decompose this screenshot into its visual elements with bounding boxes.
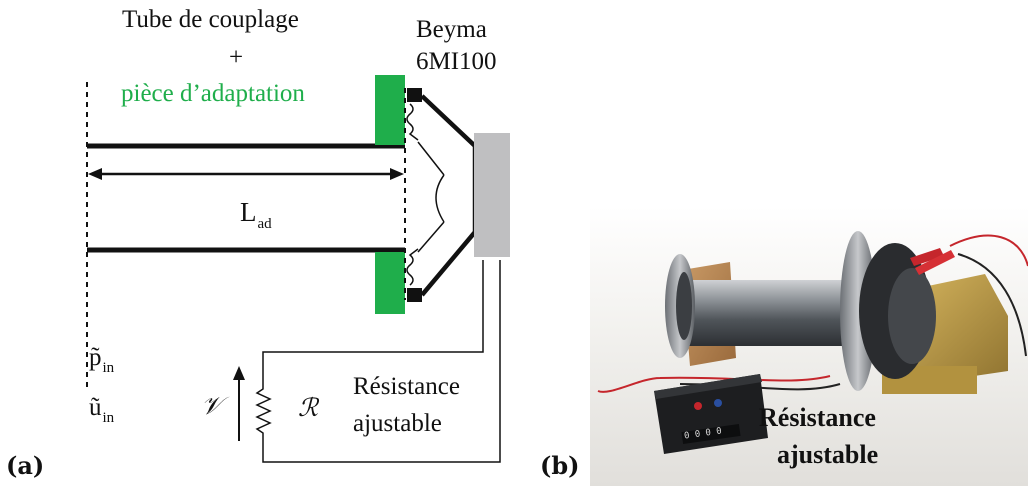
resistance-box-display xyxy=(681,424,741,444)
resistor-zigzag xyxy=(255,385,272,438)
speaker-surround-top xyxy=(406,103,419,141)
tube-title-line2: pièce d’adaptation xyxy=(121,80,305,107)
tube-title-line1: Tube de couplage xyxy=(122,6,299,33)
speaker-magnet-photo xyxy=(888,268,936,364)
steel-tube xyxy=(675,280,850,346)
speaker-model-line1: Beyma xyxy=(416,16,487,43)
length-label: Lad xyxy=(240,197,272,232)
speaker-frame-bottom xyxy=(407,288,422,302)
wire-lower xyxy=(262,260,501,463)
speaker-frame-top xyxy=(407,88,422,102)
speaker-surround-bottom xyxy=(406,248,419,286)
red-wire xyxy=(597,234,1028,393)
speaker-dust-cap xyxy=(435,174,445,223)
speaker-cone xyxy=(417,141,445,176)
resistance-box-knob-red xyxy=(694,402,702,410)
adapter-piece-bottom xyxy=(375,252,405,314)
panel-a-label: (a) xyxy=(6,451,45,480)
resistance-caption-line2: ajustable xyxy=(353,410,442,437)
length-subscript: ad xyxy=(257,216,272,232)
panel-b-label: (b) xyxy=(540,451,580,480)
speaker-model-line2: 6MI100 xyxy=(416,48,497,75)
tube-title-plus: + xyxy=(229,44,244,71)
pressure-label: p̃in xyxy=(89,344,114,376)
red-clip-1 xyxy=(910,248,944,266)
length-symbol: L xyxy=(240,197,257,227)
photo-overlay-line2: ajustable xyxy=(777,440,879,469)
length-arrow-head-right xyxy=(390,168,404,180)
speaker-basket xyxy=(420,94,478,297)
pressure-symbol: p̃ xyxy=(89,344,102,371)
resistance-symbol: ℛ xyxy=(298,393,318,422)
photo-overlay-line1: Résistance xyxy=(759,403,876,432)
speaker-cone-lower xyxy=(417,221,445,253)
velocity-label: ũin xyxy=(89,394,114,426)
adapter-piece-top xyxy=(375,75,405,145)
voltage-symbol: 𝒱 xyxy=(201,391,222,420)
resistance-box-top xyxy=(654,374,762,399)
velocity-symbol: ũ xyxy=(89,394,102,421)
resistance-box-knob-blue xyxy=(714,399,722,407)
resistance-caption-line1: Résistance xyxy=(353,373,460,400)
voltage-arrow-head xyxy=(233,366,245,380)
length-arrow-head-left xyxy=(88,168,102,180)
pressure-subscript: in xyxy=(102,360,115,376)
speaker-magnet xyxy=(474,133,510,257)
velocity-subscript: in xyxy=(102,410,115,426)
red-clip-2 xyxy=(915,250,955,275)
tube-flange-left-inner xyxy=(676,272,692,340)
schematic-drawing xyxy=(86,75,510,463)
wire-upper xyxy=(262,260,484,385)
photo-apparatus xyxy=(590,206,1028,486)
